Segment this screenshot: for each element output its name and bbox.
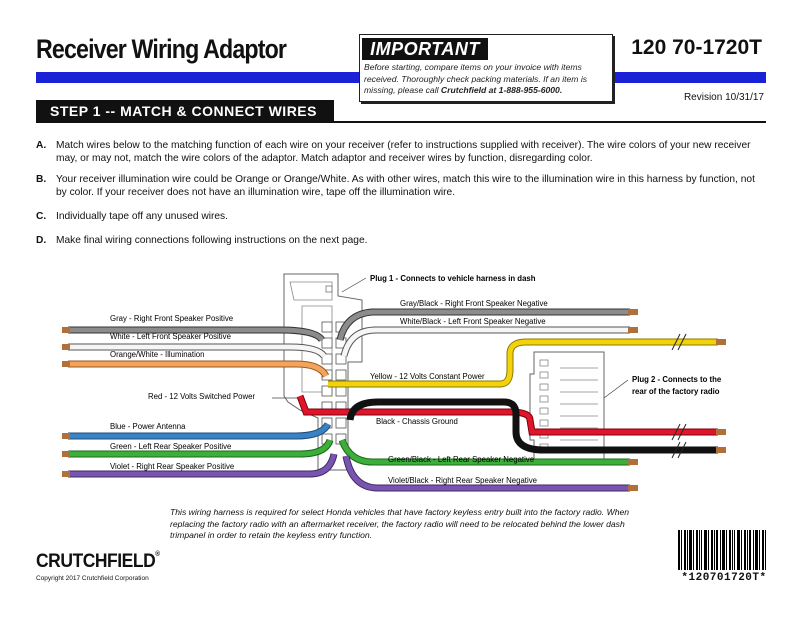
harness-footnote: This wiring harness is required for sele… [170,507,630,540]
left-wire-label: Violet - Right Rear Speaker Positive [110,462,234,471]
instruction-b: B. Your receiver illumination wire could… [36,173,766,201]
wire-ends-right [628,309,726,491]
wire-white-black-fill [341,327,630,357]
document-title: Receiver Wiring Adaptor [36,34,287,64]
wire-green-black-fill [339,439,630,465]
part-number: 120 70-1720T [631,36,762,59]
instruction-letter: A. [36,140,47,151]
left-wire-label: Gray - Right Front Speaker Positive [110,314,233,323]
left-wire-label: Red - 12 Volts Switched Power [148,392,255,401]
instruction-d: D. Make final wiring connections followi… [36,234,766,248]
revision-date: Revision 10/31/17 [683,92,764,103]
left-wire-label: Green - Left Rear Speaker Positive [110,442,231,451]
right-wire-label: Violet/Black - Right Rear Speaker Negati… [388,476,537,485]
right-wire-label: Gray/Black - Right Front Speaker Negativ… [400,299,548,308]
plug-2-label-line-1: Plug 2 - Connects to the [632,375,722,384]
right-wire-label: Black - Chassis Ground [376,417,458,426]
wire-break-marks [671,333,687,459]
wire-blue-fill [68,422,331,439]
barcode-number: *120701720T* [681,572,767,584]
left-wire-label: Orange/White - Illumination [110,350,204,359]
instruction-text: Match wires below to the matching functi… [56,140,751,164]
wire-violet-black-fill [343,455,630,491]
logo-text: CRUTCHFIELD [36,551,156,572]
wire-white-fill [68,344,327,358]
wire-orange-white-fill [68,361,329,378]
plug-2-label-line-2: rear of the factory radio [632,387,720,396]
instruction-text: Make final wiring connections following … [56,235,368,246]
plug-2-connector [529,351,605,463]
wire-gray-fill [68,327,325,342]
copyright-notice: Copyright 2017 Crutchfield Corporation [36,575,149,582]
instruction-text: Your receiver illumination wire could be… [56,174,755,198]
crutchfield-logo: CRUTCHFIELD® [36,551,160,573]
left-wire-label: White - Left Front Speaker Positive [110,332,231,341]
wire-red-fill [297,395,718,435]
registered-mark: ® [155,551,160,558]
important-text: Before starting, compare items on your i… [364,62,608,97]
wire-gray-black-fill [337,309,630,341]
instruction-a: A. Match wires below to the matching fun… [36,139,766,167]
wire-violet-fill [68,453,337,477]
instruction-c: C. Individually tape off any unused wire… [36,210,766,224]
wire-ends-left [62,327,70,477]
instruction-letter: B. [36,174,47,185]
left-wire-label: Blue - Power Antenna [110,422,186,431]
wiring-diagram: Plug 1 - Connects to vehicle harness in … [62,273,726,492]
step-heading: STEP 1 -- MATCH & CONNECT WIRES [36,100,334,123]
plug-1-label: Plug 1 - Connects to vehicle harness in … [370,274,536,283]
right-wire-label: Yellow - 12 Volts Constant Power [370,372,485,381]
important-phone: Crutchfield at 1-888-955-6000. [440,85,563,95]
wire-yellow-fill [328,339,718,387]
important-body: Before starting, compare items on your i… [364,62,588,95]
instruction-letter: C. [36,211,47,222]
instruction-text: Individually tape off any unused wires. [56,211,228,222]
wire-black [346,398,718,454]
right-wire-label: Green/Black - Left Rear Speaker Negative [388,455,534,464]
right-wire-label: White/Black - Left Front Speaker Negativ… [400,317,546,326]
step-divider [36,121,766,123]
barcode [678,530,766,570]
important-label: IMPORTANT [362,38,488,60]
wire-green-fill [68,439,333,457]
instruction-letter: D. [36,235,47,246]
